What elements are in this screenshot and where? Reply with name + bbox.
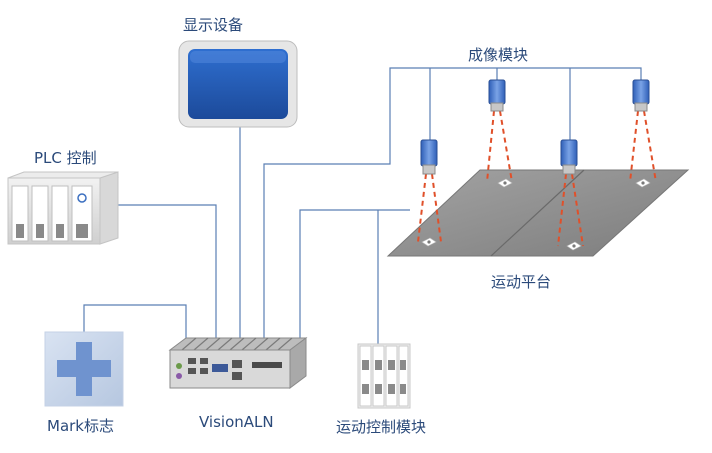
imaging-module-label: 成像模块 [468, 46, 529, 64]
vision-controller [168, 337, 308, 389]
connection-wires [83, 67, 642, 350]
camera-2 [632, 79, 650, 112]
motion-control-module [357, 343, 411, 409]
motion-platform-label: 运动平台 [491, 273, 552, 291]
motion-control-label: 运动控制模块 [336, 418, 427, 436]
mark-target [44, 331, 124, 407]
display-device [178, 40, 298, 128]
camera-3 [420, 139, 438, 175]
mark-label: Mark标志 [47, 417, 114, 435]
controller-label: VisionALN [199, 413, 274, 431]
camera-1 [488, 79, 506, 112]
plc-label: PLC 控制 [34, 149, 97, 167]
display-label: 显示设备 [183, 16, 244, 34]
plc-device [7, 171, 119, 245]
motion-platform [386, 169, 690, 257]
laser-beams [417, 110, 657, 247]
camera-4 [560, 139, 578, 175]
